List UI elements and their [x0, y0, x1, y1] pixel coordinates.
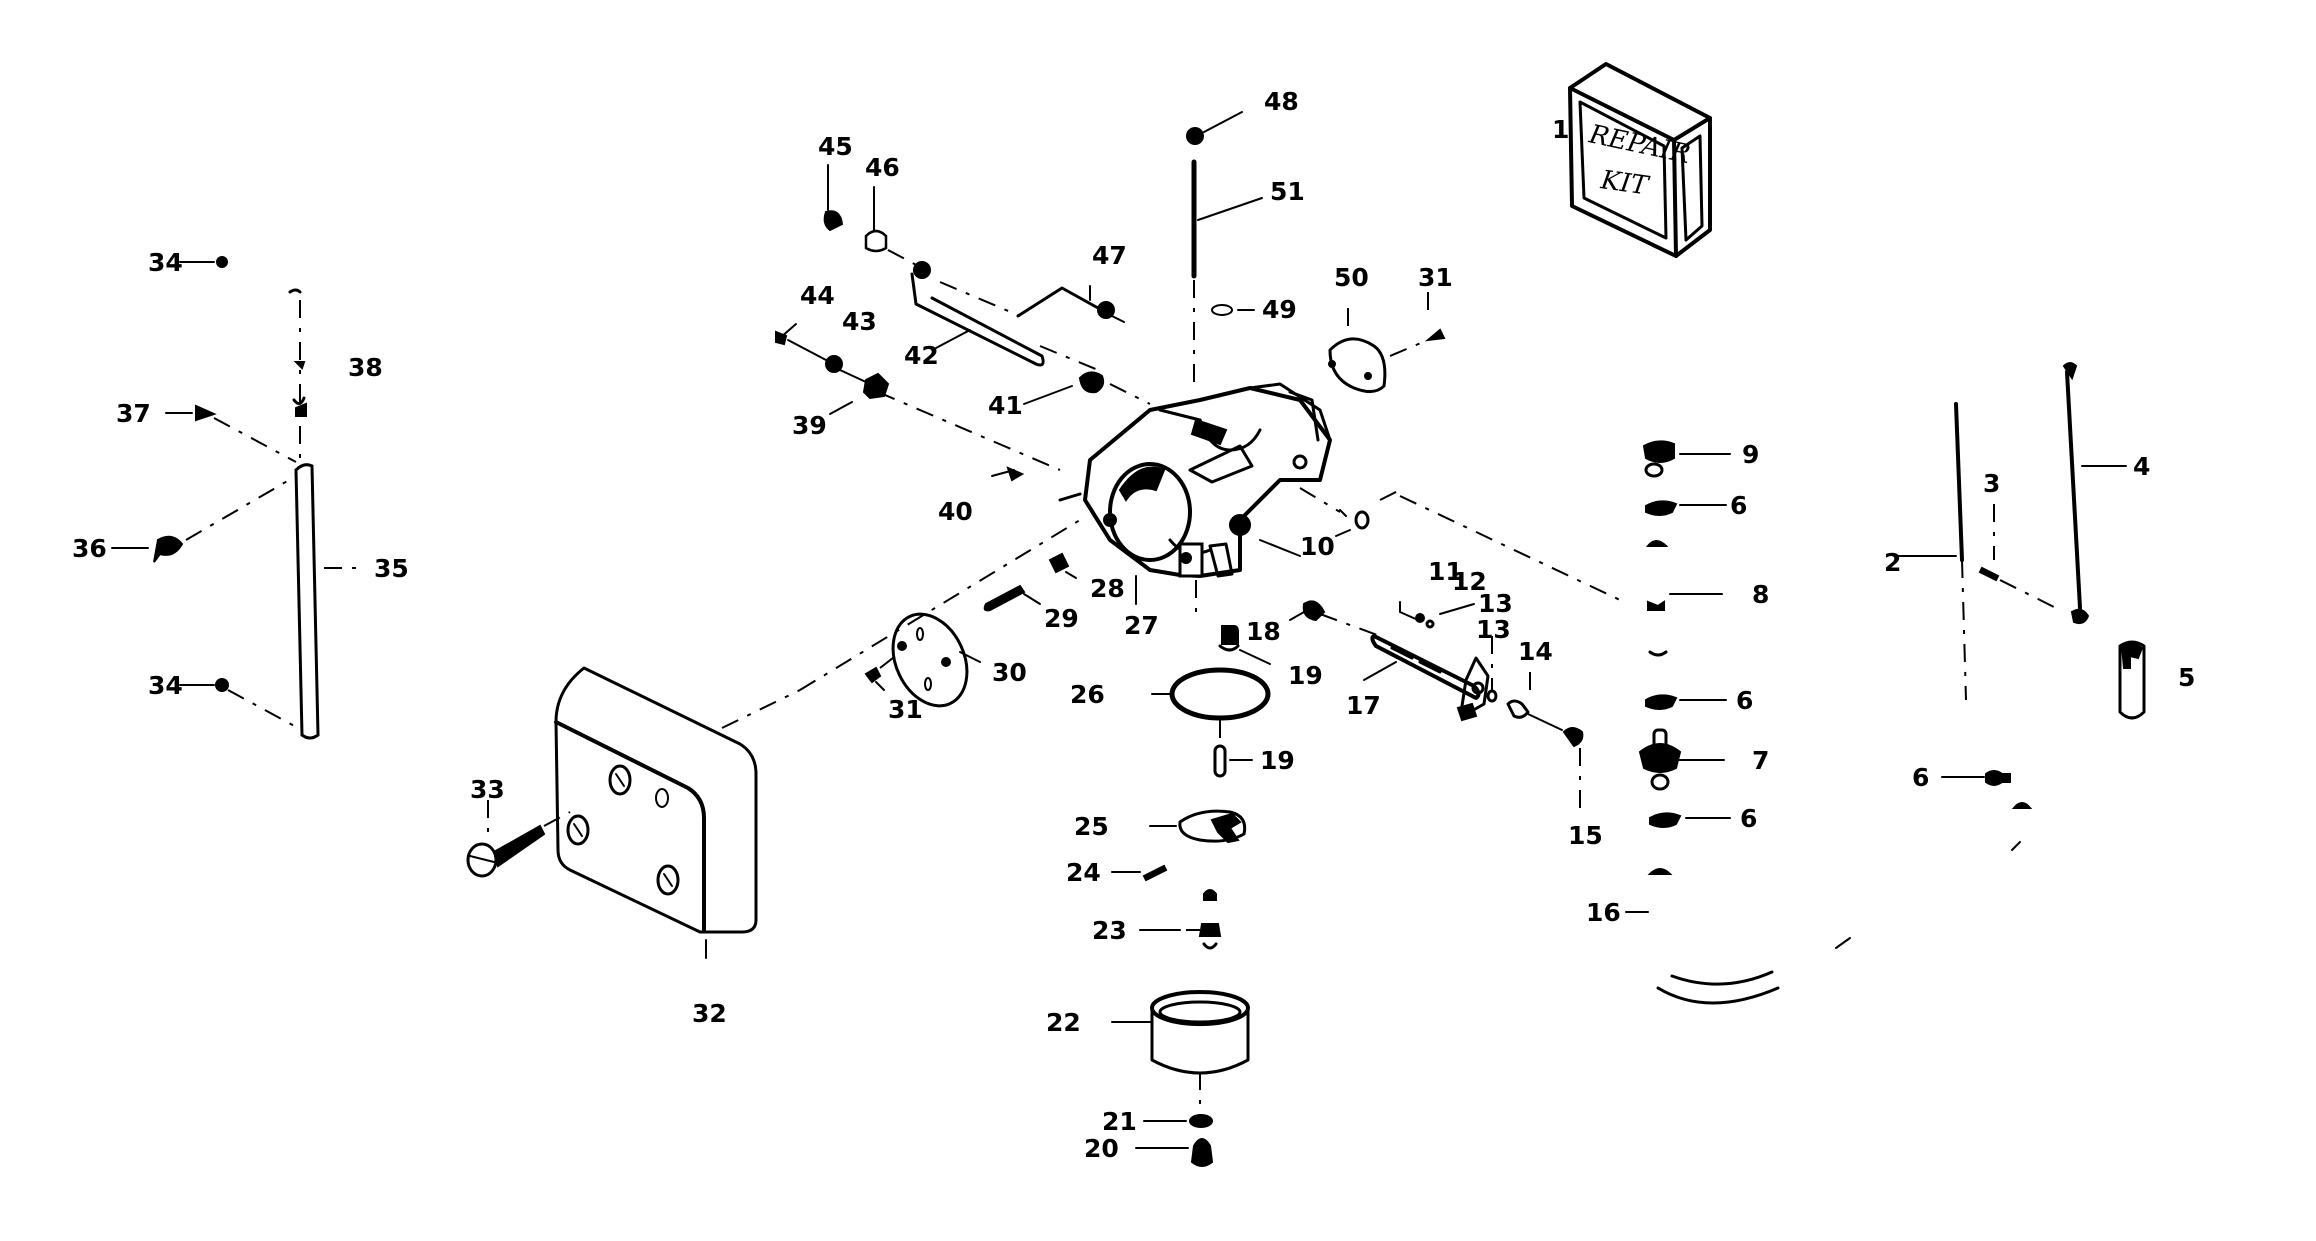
label-part-43: 43	[842, 307, 877, 336]
label-part-21: 21	[1102, 1107, 1137, 1136]
label-part-3: 3	[1983, 469, 2000, 498]
label-part-36: 36	[72, 534, 107, 563]
jet-stack	[1625, 440, 1851, 1005]
left-rod-assembly	[111, 256, 366, 740]
label-part-42: 42	[904, 341, 939, 370]
label-part-37: 37	[116, 399, 151, 428]
label-part-44: 44	[800, 281, 835, 310]
label-part-31-bottom: 31	[888, 695, 923, 724]
label-part-19-top: 19	[1288, 661, 1323, 690]
label-part-10: 10	[1300, 532, 1335, 561]
label-part-46: 46	[865, 153, 900, 182]
label-part-34-bottom: 34	[148, 671, 183, 700]
label-part-12: 12	[1452, 567, 1487, 596]
label-part-25: 25	[1074, 812, 1109, 841]
label-part-11: 11	[1428, 557, 1463, 586]
label-part-17: 17	[1346, 691, 1381, 720]
label-part-28: 28	[1090, 574, 1125, 603]
throttle-linkage-assembly	[775, 164, 1151, 482]
cover-plate-assembly	[1328, 292, 1446, 393]
kit-label-line1: REPAIR	[1586, 119, 1693, 170]
label-part-4: 4	[2133, 452, 2150, 481]
label-part-32: 32	[692, 999, 727, 1028]
label-part-15: 15	[1568, 821, 1603, 850]
label-part-13-a: 13	[1478, 589, 1513, 618]
label-part-16: 16	[1586, 898, 1621, 927]
label-part-13-b: 13	[1476, 615, 1511, 644]
label-part-23: 23	[1092, 916, 1127, 945]
label-part-29: 29	[1044, 604, 1079, 633]
label-part-2: 2	[1884, 548, 1901, 577]
label-part-1: 1	[1552, 115, 1569, 144]
label-part-34-top: 34	[148, 248, 183, 277]
label-part-39: 39	[792, 411, 827, 440]
label-part-40: 40	[938, 497, 973, 526]
idle-screw-and-cover	[864, 552, 1077, 708]
label-part-31-top: 31	[1418, 263, 1453, 292]
label-part-7: 7	[1752, 746, 1769, 775]
label-part-9: 9	[1742, 440, 1759, 469]
label-part-48: 48	[1264, 87, 1299, 116]
label-part-51: 51	[1270, 177, 1305, 206]
label-part-14: 14	[1518, 637, 1553, 666]
part-1-repair-kit-box: REPAIR KIT	[1568, 62, 1712, 258]
float-rod-assembly	[1895, 362, 2146, 851]
label-part-18: 18	[1246, 617, 1281, 646]
label-part-6-c: 6	[1740, 804, 1757, 833]
kit-label-line2: KIT	[1598, 165, 1651, 202]
float-bowl-stack	[1111, 600, 1326, 1167]
label-part-5: 5	[2178, 663, 2195, 692]
label-part-27: 27	[1124, 611, 1159, 640]
label-part-30: 30	[992, 658, 1027, 687]
label-part-49: 49	[1262, 295, 1297, 324]
part-10-bushing	[1259, 487, 1401, 557]
label-part-24: 24	[1066, 858, 1101, 887]
label-part-38: 38	[348, 353, 383, 382]
label-part-26: 26	[1070, 680, 1105, 709]
label-part-20: 20	[1084, 1134, 1119, 1163]
label-part-19-bottom: 19	[1260, 746, 1295, 775]
label-part-47: 47	[1092, 241, 1127, 270]
part-27-carburetor-body	[1058, 382, 1332, 620]
top-screw-and-rod	[1186, 111, 1263, 390]
label-part-22: 22	[1046, 1008, 1081, 1037]
choke-shaft-assembly	[1319, 495, 1621, 814]
label-part-6-b: 6	[1736, 686, 1753, 715]
label-part-8: 8	[1752, 580, 1769, 609]
label-part-33: 33	[470, 775, 505, 804]
label-part-6-a: 6	[1730, 491, 1747, 520]
label-part-6-d: 6	[1912, 763, 1929, 792]
label-part-41: 41	[988, 391, 1023, 420]
label-part-45: 45	[818, 132, 853, 161]
label-part-35: 35	[374, 554, 409, 583]
part-32-air-cleaner	[466, 519, 1081, 959]
label-part-50: 50	[1334, 263, 1369, 292]
